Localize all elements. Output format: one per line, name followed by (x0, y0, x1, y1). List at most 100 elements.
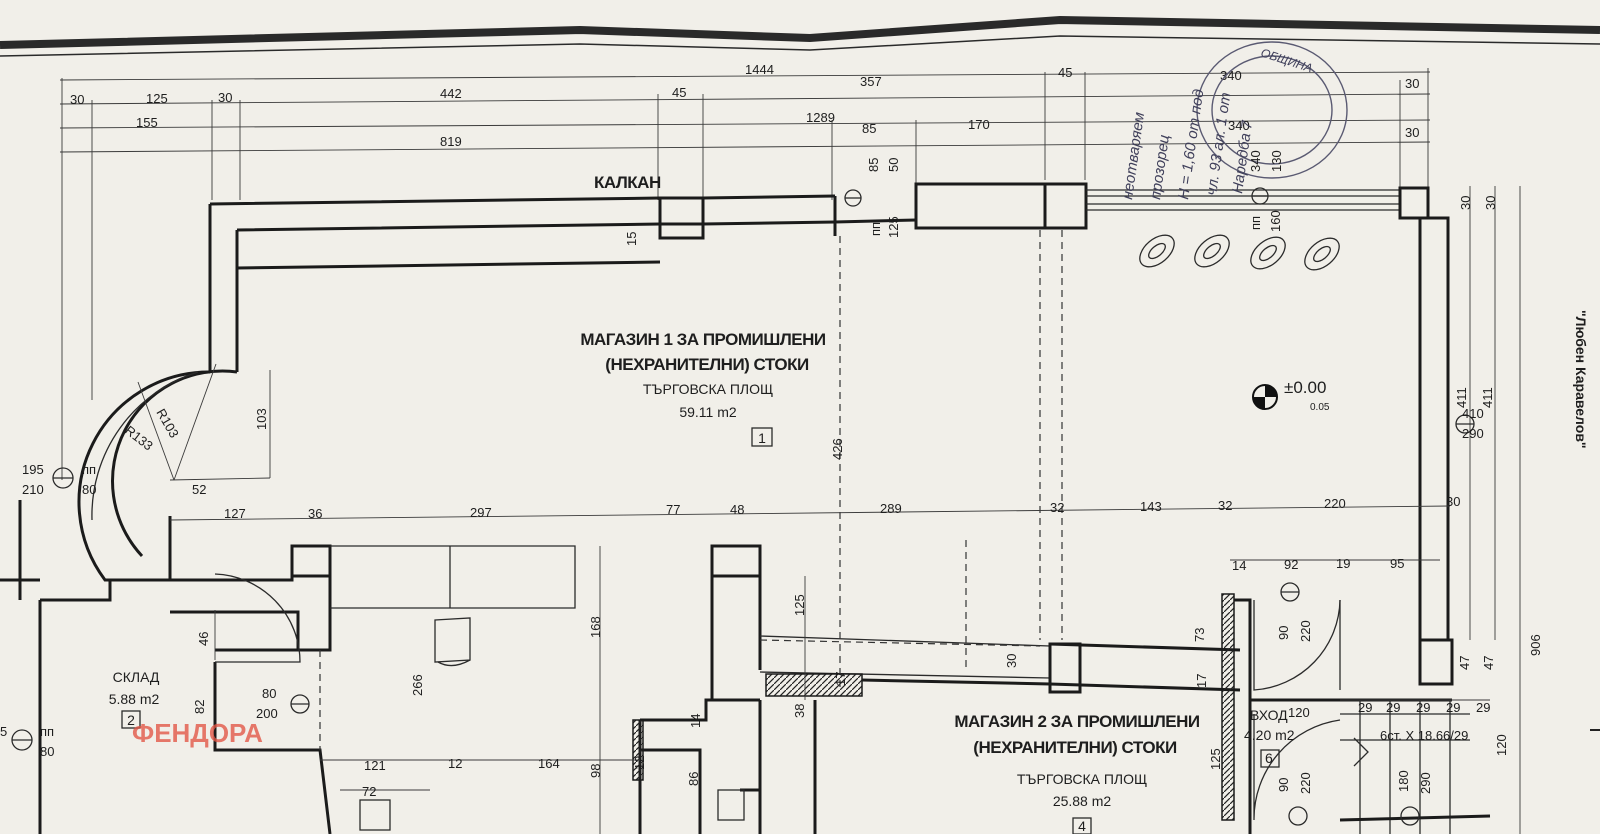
dim-120b: 120 (1494, 734, 1509, 756)
dim-340v: 340 (1248, 150, 1263, 172)
dim-30e: 30 (1446, 494, 1460, 509)
dim-15: 15 (624, 232, 639, 246)
dim-290a: 290 (1462, 426, 1484, 441)
watermark: ФЕНДОРА (132, 718, 263, 748)
dim-90b: 90 (1276, 778, 1291, 792)
dim-17a: 17 (833, 672, 848, 686)
annotation-line-1: неотваряем (1119, 111, 1148, 200)
street-label: "Любен Каравелов" (1573, 310, 1589, 449)
dim-82: 82 (192, 700, 207, 714)
dim-340a: 340 (1220, 68, 1242, 83)
shop1-title-line2: (НЕХРАНИТЕЛНИ) СТОКИ (605, 355, 809, 374)
dim-30b: 30 (218, 90, 232, 105)
dim-1289: 1289 (806, 110, 835, 125)
dim-125v: 125 (886, 216, 901, 238)
dim-906: 906 (1528, 634, 1543, 656)
room-number-box-1 (751, 427, 773, 447)
dim-29a: 29 (1358, 700, 1372, 715)
symbols (11, 187, 1475, 834)
level-marker-icon (1252, 384, 1278, 410)
level-sublabel: 0.05 (1310, 402, 1330, 413)
stamp-text: ОБЩИНА (1259, 46, 1314, 76)
shop2-area: 25.88 m2 (1053, 793, 1112, 809)
dim-290b: 290 (1418, 772, 1433, 794)
dim-30g: 30 (1483, 196, 1498, 210)
dim-340b: 340 (1228, 118, 1250, 133)
dim-220c: 220 (1298, 772, 1313, 794)
inner-dimension-lines (137, 186, 1521, 834)
dim-50v: 50 (886, 158, 901, 172)
dim-14: 14 (1232, 558, 1246, 573)
doors (214, 573, 1341, 821)
room-number-box-6 (1260, 749, 1280, 768)
dim-5: 5 (0, 724, 7, 739)
dim-121: 121 (364, 758, 386, 773)
dim-98: 98 (588, 764, 603, 778)
dim-32b: 32 (1218, 498, 1232, 513)
dim-17b: 17 (1194, 674, 1209, 688)
dim-120a: 120 (1288, 705, 1310, 720)
dim-266: 266 (410, 674, 425, 696)
radius-133: R133 (122, 423, 156, 454)
municipal-stamp (1196, 41, 1348, 179)
dim-1444-label: 1444 (745, 62, 774, 77)
room-number-box-2 (121, 710, 141, 729)
dim-32a: 32 (1050, 500, 1064, 515)
dim-47b: 47 (1481, 656, 1496, 670)
dim-30d: 30 (1405, 125, 1419, 140)
dim-48: 48 (730, 502, 744, 517)
dim-38: 38 (792, 704, 807, 718)
walls (0, 182, 1491, 834)
dim-30h: 30 (1004, 654, 1019, 668)
dim-143: 143 (1140, 499, 1162, 514)
dim-220b: 220 (1298, 620, 1313, 642)
top-dimension-lines (59, 68, 1431, 480)
dim-85: 85 (862, 121, 876, 136)
dim-29b: 29 (1386, 700, 1400, 715)
dim-86: 86 (686, 772, 701, 786)
dim-200: 200 (256, 706, 278, 721)
mid-dimension-texts: 127 36 297 77 48 289 32 143 32 220 30 14… (224, 196, 1543, 670)
stair-arrow-icon (1353, 737, 1369, 767)
dim-442: 442 (440, 86, 462, 101)
room-number-box-4 (1072, 817, 1092, 834)
fixture-ovals (1139, 234, 1340, 271)
dim-46: 46 (196, 632, 211, 646)
dim-411a: 411 (1454, 387, 1469, 408)
dim-80b: 80 (262, 686, 276, 701)
pp-4: пп (40, 724, 54, 739)
shop1-use: ТЪРГОВСКА ПЛОЩ (643, 381, 773, 397)
dim-30f: 30 (1458, 196, 1473, 210)
dim-180: 180 (1396, 770, 1411, 792)
dim-220: 220 (1324, 496, 1346, 511)
shop1-number: 1 (758, 430, 766, 446)
pp-3: пп (82, 462, 96, 477)
dim-73: 73 (1192, 628, 1207, 642)
dim-210: 210 (22, 482, 44, 497)
dim-29e: 29 (1476, 700, 1490, 715)
dim-819: 819 (440, 134, 462, 149)
dim-297: 297 (470, 505, 492, 520)
dim-160v: 160 (1268, 210, 1283, 232)
dim-426: 426 (830, 438, 845, 460)
pp-2: пп (1248, 216, 1263, 230)
dim-29c: 29 (1416, 700, 1430, 715)
dim-12a: 12 (448, 756, 462, 771)
dim-80c: 80 (40, 744, 54, 759)
shop2-use: ТЪРГОВСКА ПЛОЩ (1017, 771, 1147, 787)
dim-127: 127 (224, 506, 246, 521)
dim-410: 410 (1462, 406, 1484, 421)
dim-36: 36 (308, 506, 322, 521)
pp-1: пп (868, 222, 883, 236)
dim-45a: 45 (672, 85, 686, 100)
dim-125c: 125 (1208, 748, 1223, 770)
entrance-number: 6 (1265, 750, 1273, 766)
dim-164: 164 (538, 756, 560, 771)
dim-130v: 130 (1269, 150, 1284, 172)
shop1-area: 59.11 m2 (679, 404, 737, 420)
top-dimension-texts: 1444 1444 30 125 30 442 45 357 45 30 155… (70, 62, 1419, 149)
dim-77: 77 (666, 502, 680, 517)
dim-125: 125 (146, 91, 168, 106)
dim-411b: 411 (1480, 387, 1495, 408)
